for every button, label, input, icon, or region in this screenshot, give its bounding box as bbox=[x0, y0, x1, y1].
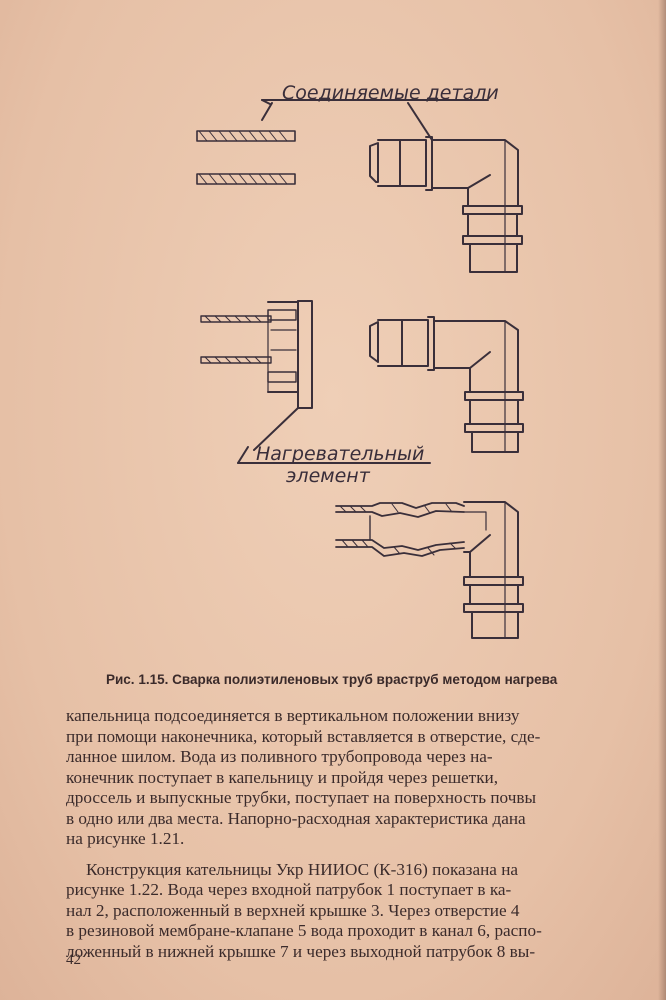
text-line: Конструкция кательницы Укр НИИОС (К-316)… bbox=[86, 859, 519, 879]
text-line: конечник поступает в капельницу и пройдя… bbox=[66, 767, 499, 787]
leader-to-pipe bbox=[261, 102, 273, 121]
elbow-fitting-middle bbox=[369, 316, 524, 453]
figure-caption: Рис. 1.15. Сварка полиэтиленовых труб вр… bbox=[106, 672, 646, 687]
leader-to-heater bbox=[253, 407, 299, 451]
paragraph-2: Конструкция кательницы Укр НИИОС (К-316)… bbox=[66, 860, 658, 963]
text-line: нал 2, расположенный в верхней крышке 3.… bbox=[66, 900, 520, 920]
text-line: ложенный в нижней крышке 7 и через выход… bbox=[66, 941, 536, 961]
text-line: при помощи наконечника, который вставляе… bbox=[66, 726, 541, 746]
text-line: дроссель и выпускные трубки, поступает н… bbox=[66, 788, 536, 807]
pipe-top bbox=[196, 130, 296, 185]
caption-number: Рис. 1.15. bbox=[106, 672, 169, 687]
label-heater-line2: элемент bbox=[286, 465, 371, 487]
label-tick bbox=[261, 99, 271, 105]
label-heater-line1: Нагревательный bbox=[256, 443, 424, 465]
page-number: 42 bbox=[66, 952, 81, 968]
page-edge-shadow bbox=[658, 0, 666, 1000]
body-text: капельница подсоединяется в вертикальном… bbox=[66, 706, 658, 962]
leader-to-fitting bbox=[407, 102, 433, 141]
heating-element bbox=[200, 300, 313, 409]
paragraph-1: капельница подсоединяется в вертикальном… bbox=[66, 706, 658, 850]
text-line: в одно или два места. Напорно-расходная … bbox=[66, 808, 526, 828]
label-joined-parts: Соединяемые детали bbox=[282, 82, 499, 104]
caption-text: Сварка полиэтиленовых труб враструб мето… bbox=[172, 672, 558, 687]
label-tick-heater bbox=[237, 446, 249, 464]
welding-figure: Соединяемые детали bbox=[196, 82, 524, 639]
text-line: ланное шилом. Вода из поливного трубопро… bbox=[66, 747, 493, 766]
text-line: на рисунке 1.21. bbox=[66, 829, 185, 848]
text-line: в резиновой мембране-клапане 5 вода прох… bbox=[66, 921, 542, 940]
elbow-fitting-top bbox=[369, 136, 523, 273]
joined-assembly-bottom bbox=[335, 501, 524, 639]
text-line: капельница подсоединяется в вертикальном… bbox=[66, 706, 520, 725]
text-line: рисунке 1.22. Вода через входной патрубо… bbox=[66, 880, 512, 899]
